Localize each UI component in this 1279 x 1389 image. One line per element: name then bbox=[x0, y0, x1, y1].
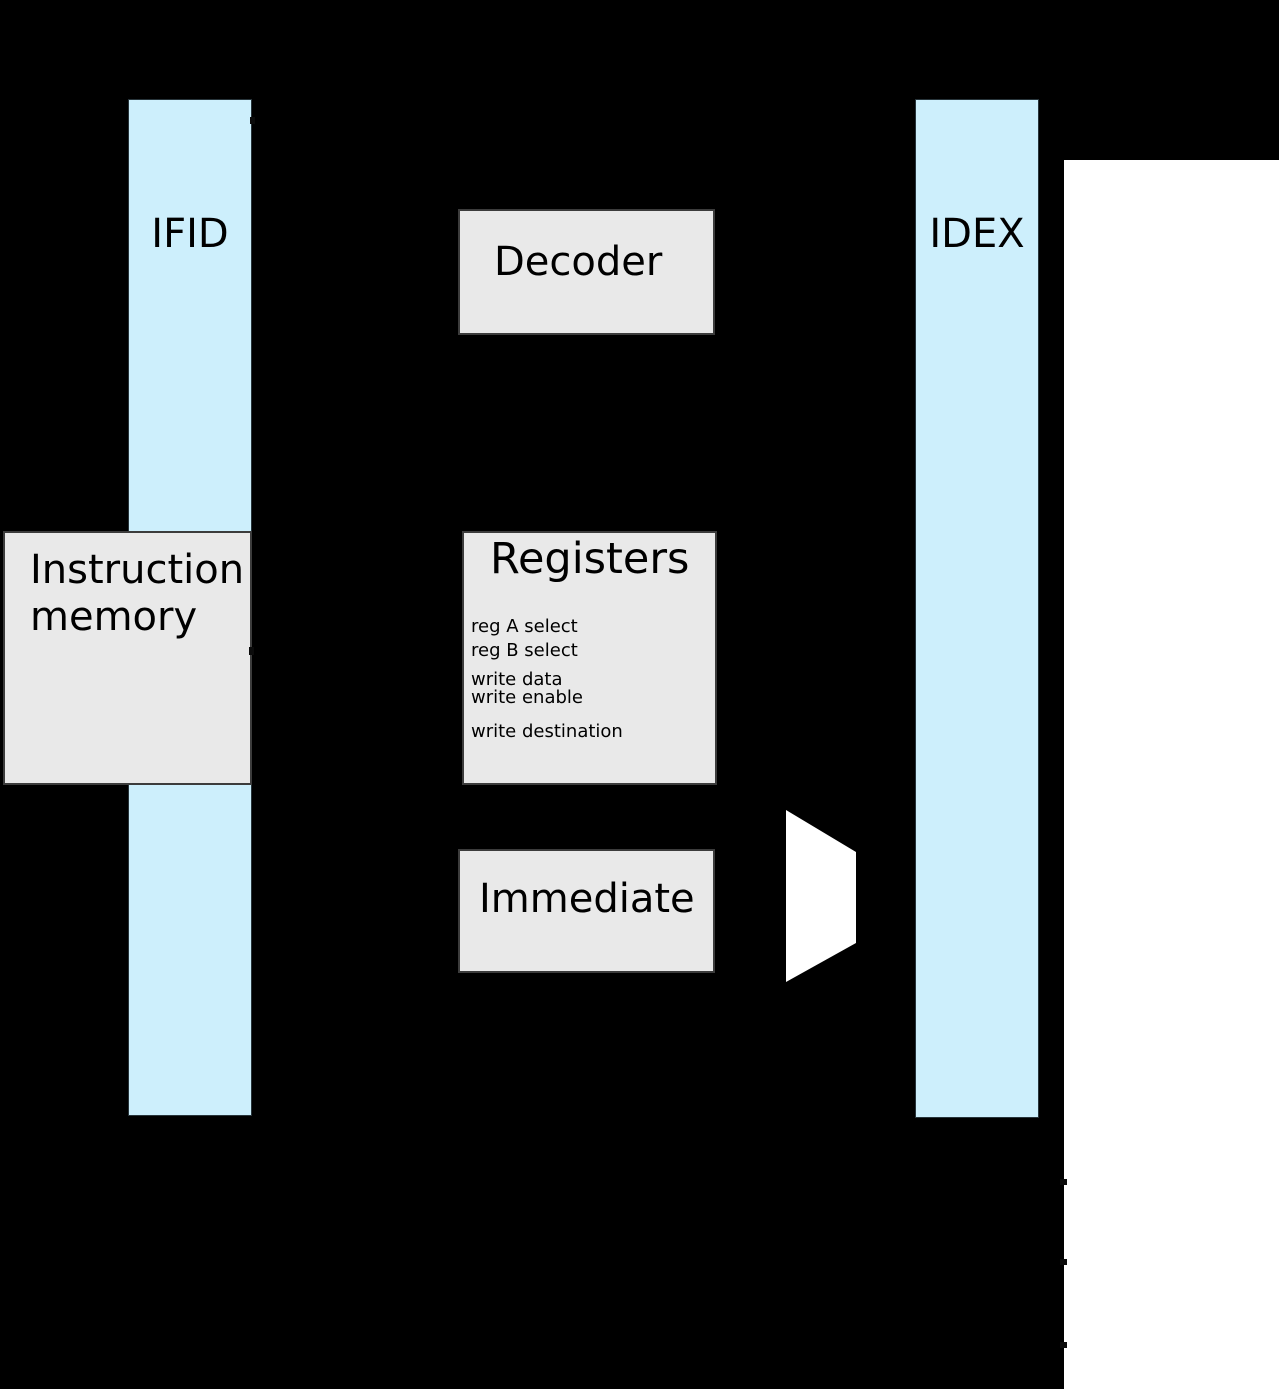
port-reg-b-select: reg B select bbox=[471, 640, 578, 661]
instruction-memory-label: Instruction memory bbox=[30, 547, 245, 640]
decoder-label: Decoder bbox=[494, 239, 663, 285]
mux-shape bbox=[786, 810, 856, 982]
port-write-enable: write enable bbox=[471, 687, 583, 708]
decoder-block: Decoder bbox=[458, 209, 715, 335]
wire-stub bbox=[1060, 1179, 1067, 1185]
wire-stub bbox=[1060, 1259, 1067, 1265]
port-write-data: write data bbox=[471, 669, 563, 690]
idex-label: IDEX bbox=[929, 211, 1025, 257]
wire-stub bbox=[250, 117, 255, 124]
ifid-label: IFID bbox=[151, 211, 229, 257]
execute-stage-background bbox=[1064, 160, 1279, 1389]
instruction-memory-block: Instruction memory bbox=[3, 531, 252, 785]
wire-stub bbox=[1060, 1342, 1067, 1348]
registers-title: Registers bbox=[490, 534, 690, 584]
wire-stub bbox=[249, 647, 254, 655]
immediate-label: Immediate bbox=[479, 876, 695, 922]
port-reg-a-select: reg A select bbox=[471, 616, 578, 637]
registers-block: Registers reg A select reg B select writ… bbox=[462, 531, 717, 785]
pipeline-register-idex: IDEX bbox=[915, 99, 1039, 1118]
immediate-block: Immediate bbox=[458, 849, 715, 973]
port-write-destination: write destination bbox=[471, 721, 623, 742]
